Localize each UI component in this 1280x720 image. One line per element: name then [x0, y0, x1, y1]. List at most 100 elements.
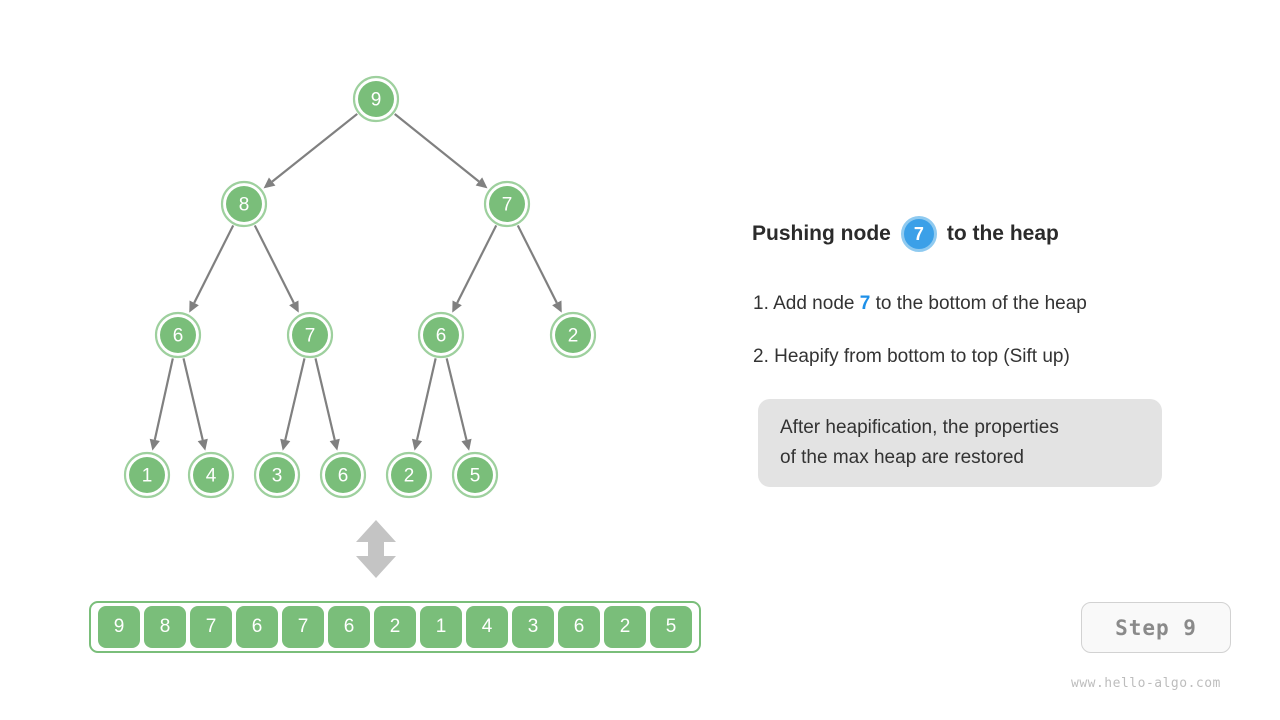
- tree-node[interactable]: 3: [253, 451, 301, 499]
- array-cell[interactable]: 6: [558, 606, 600, 648]
- tree-edge: [394, 113, 480, 183]
- tree-node-fill: [457, 457, 493, 493]
- array-cell[interactable]: 7: [190, 606, 232, 648]
- tree-edges: [149, 113, 562, 451]
- double-vertical-arrow-icon: [356, 520, 396, 578]
- tree-edge: [314, 358, 336, 441]
- array-cell[interactable]: 9: [98, 606, 140, 648]
- array-cell[interactable]: 6: [328, 606, 370, 648]
- tree-node-label: 2: [404, 466, 415, 487]
- note-box: After heapification, the properties of t…: [758, 399, 1162, 487]
- tree-edge-arrowhead: [280, 438, 291, 451]
- array-cell[interactable]: 2: [604, 606, 646, 648]
- array-cell[interactable]: 2: [374, 606, 416, 648]
- tree-edge: [284, 358, 306, 441]
- tree-edge-arrowhead: [263, 177, 276, 189]
- step-1-prefix: Add node: [773, 293, 855, 314]
- panel-title-prefix: Pushing node: [752, 222, 891, 245]
- tree-node-fill: [391, 457, 427, 493]
- tree-node[interactable]: 6: [417, 311, 465, 359]
- tree-node-fill: [489, 186, 525, 222]
- array-cell[interactable]: 7: [282, 606, 324, 648]
- tree-edge: [271, 113, 358, 183]
- tree-edge-arrowhead: [552, 300, 562, 313]
- tree-node-ring: [319, 451, 367, 499]
- tree-node-label: 7: [305, 326, 316, 347]
- step-item-1: 1. Add node 7 to the bottom of the heap: [753, 293, 1087, 315]
- tree-edge: [182, 358, 204, 441]
- tree-node[interactable]: 6: [154, 311, 202, 359]
- panel-title: Pushing node 7 to the heap: [752, 216, 1059, 252]
- tree-node-fill: [193, 457, 229, 493]
- tree-node-label: 6: [338, 466, 349, 487]
- tree-edge: [445, 358, 468, 441]
- tree-node-ring: [352, 75, 400, 123]
- tree-node[interactable]: 4: [187, 451, 235, 499]
- tree-edge: [153, 358, 174, 441]
- tree-node-ring: [154, 311, 202, 359]
- step-2-index: 2.: [753, 346, 769, 367]
- tree-edge: [456, 224, 498, 304]
- tree-edge-arrowhead: [289, 300, 299, 313]
- tree-node-fill: [325, 457, 361, 493]
- tree-edge-arrowhead: [329, 438, 340, 451]
- note-line-2: of the max heap are restored: [780, 447, 1024, 468]
- tree-node[interactable]: 2: [549, 311, 597, 359]
- tree-node-ring: [187, 451, 235, 499]
- step-item-2: 2. Heapify from bottom to top (Sift up): [753, 346, 1070, 368]
- tree-node-fill: [226, 186, 262, 222]
- tree-node-label: 3: [272, 466, 283, 487]
- tree-node-label: 8: [239, 195, 250, 216]
- array-cell[interactable]: 5: [650, 606, 692, 648]
- tree-node-fill: [555, 317, 591, 353]
- tree-node-ring: [549, 311, 597, 359]
- tree-node-fill: [358, 81, 394, 117]
- step-1-index: 1.: [753, 293, 769, 314]
- tree-edge: [253, 224, 295, 304]
- tree-node-ring: [123, 451, 171, 499]
- tree-node[interactable]: 5: [451, 451, 499, 499]
- tree-node-fill: [292, 317, 328, 353]
- tree-node[interactable]: 7: [286, 311, 334, 359]
- array-cell[interactable]: 6: [236, 606, 278, 648]
- array-cell[interactable]: 4: [466, 606, 508, 648]
- tree-edge-arrowhead: [461, 438, 472, 451]
- tree-node[interactable]: 7: [483, 180, 531, 228]
- tree-node-ring: [417, 311, 465, 359]
- tree-nodes: 9 8 7 6 7 6 2 1 4 3 6 2 5: [123, 75, 597, 499]
- tree-node-label: 2: [568, 326, 579, 347]
- tree-node[interactable]: 8: [220, 180, 268, 228]
- tree-node-label: 1: [142, 466, 153, 487]
- array-cell[interactable]: 3: [512, 606, 554, 648]
- tree-edge-arrowhead: [452, 300, 462, 313]
- tree-node-fill: [160, 317, 196, 353]
- step-1-highlight-value: 7: [859, 293, 871, 314]
- tree-node-label: 6: [436, 326, 447, 347]
- tree-node[interactable]: 9: [352, 75, 400, 123]
- tree-node-ring: [220, 180, 268, 228]
- tree-node[interactable]: 6: [319, 451, 367, 499]
- tree-node-label: 9: [371, 90, 382, 111]
- tree-node-ring: [253, 451, 301, 499]
- tree-node-fill: [129, 457, 165, 493]
- array-cell[interactable]: 1: [420, 606, 462, 648]
- tree-node[interactable]: 2: [385, 451, 433, 499]
- tree-node[interactable]: 1: [123, 451, 171, 499]
- tree-edge-arrowhead: [411, 438, 423, 451]
- step-counter-badge: Step 9: [1081, 602, 1231, 653]
- tree-node-fill: [259, 457, 295, 493]
- step-2-text: Heapify from bottom to top (Sift up): [774, 346, 1070, 367]
- tree-edge-arrowhead: [149, 438, 160, 451]
- tree-node-label: 6: [173, 326, 184, 347]
- tree-node-ring: [483, 180, 531, 228]
- tree-edge: [415, 358, 437, 441]
- tree-node-ring: [385, 451, 433, 499]
- explanation-panel: Pushing node 7 to the heap 1. Add node 7…: [752, 0, 1222, 720]
- tree-node-label: 5: [470, 466, 481, 487]
- binary-heap-tree: 9 8 7 6 7 6 2 1 4 3 6 2 5: [123, 75, 597, 499]
- tree-node-label: 4: [206, 466, 217, 487]
- array-cell[interactable]: 8: [144, 606, 186, 648]
- tree-edge-arrowhead: [189, 300, 199, 313]
- pushed-node-badge: 7: [900, 216, 937, 252]
